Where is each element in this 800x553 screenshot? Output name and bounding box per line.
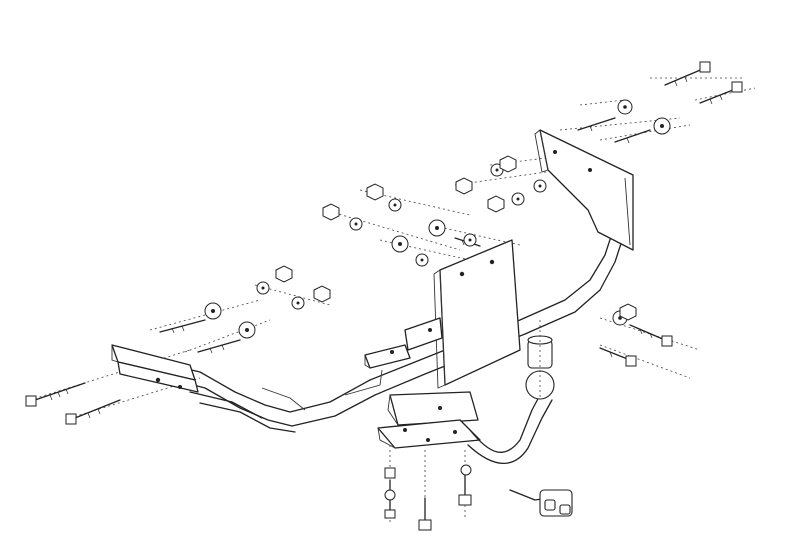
- bolt: [599, 347, 637, 367]
- towball: [525, 320, 555, 400]
- assembly-axis-lines: [29, 77, 756, 530]
- middle-side-plate: [404, 239, 521, 389]
- bolt: [614, 129, 651, 144]
- bolt: [629, 324, 673, 347]
- bolt: [159, 319, 206, 334]
- electrical-socket: [509, 489, 573, 517]
- bolt: [418, 497, 432, 531]
- washers: [204, 99, 671, 501]
- crossbar-tube: [149, 214, 629, 433]
- right-side-plate: [534, 129, 634, 251]
- centre-bracket: [364, 344, 411, 369]
- towball-mount: [377, 391, 553, 464]
- bolt: [699, 81, 743, 105]
- bolt: [664, 61, 711, 87]
- nuts: [275, 155, 637, 321]
- left-bracket: [111, 344, 199, 393]
- bolt: [65, 399, 121, 425]
- bolts: [25, 61, 743, 531]
- bolt: [25, 382, 86, 407]
- bolt: [577, 117, 616, 132]
- bolt: [197, 339, 241, 354]
